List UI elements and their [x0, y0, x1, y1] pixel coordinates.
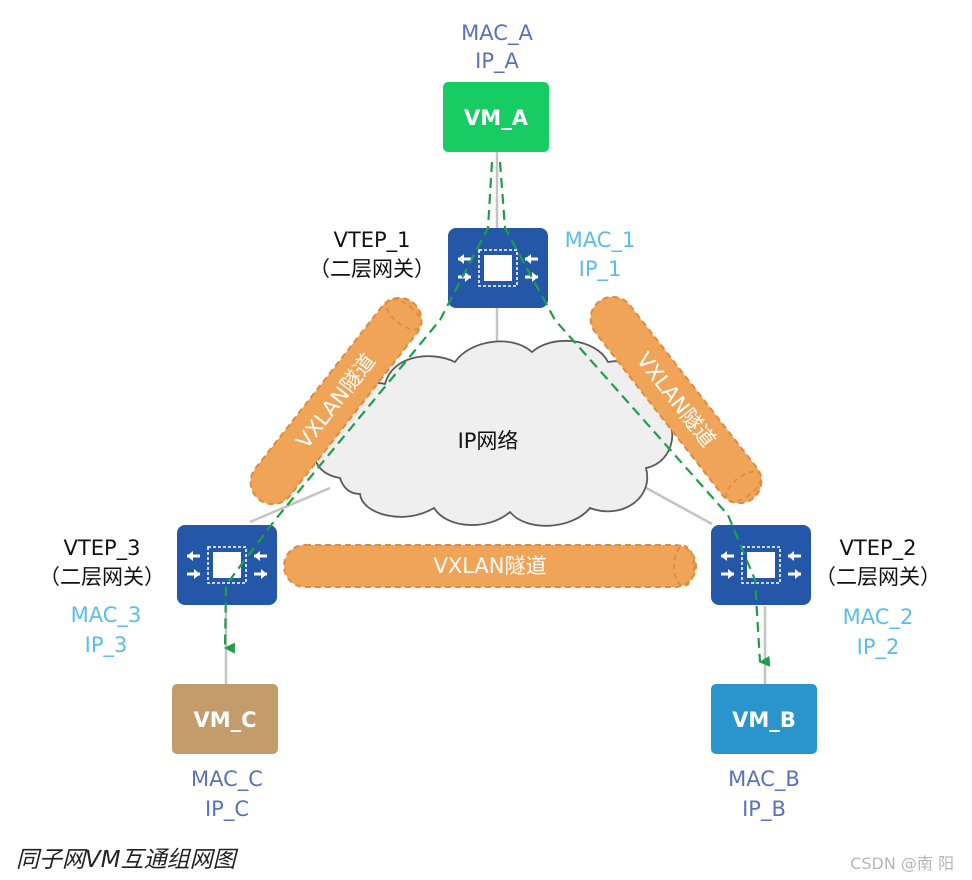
vtep-2-switch-icon: [709, 523, 813, 607]
vm-a-name: VM_A: [464, 106, 529, 130]
vtep-1-switch-icon: [446, 226, 550, 310]
tunnel-bottom-label: VXLAN隧道: [433, 554, 546, 578]
vtep-1-role: （二层网关）: [309, 257, 435, 281]
vm-c-name: VM_C: [193, 708, 256, 732]
vtep-3-ip: IP_3: [85, 633, 128, 658]
flow-paths: [223, 161, 771, 667]
vm-a-ip: IP_A: [475, 49, 519, 74]
vm-b-ip: IP_B: [742, 797, 786, 822]
vtep-2-ip: IP_2: [857, 635, 900, 660]
vm-b-name: VM_B: [732, 708, 796, 732]
vm-c-mac: MAC_C: [191, 767, 263, 792]
vtep-2-name: VTEP_2: [840, 536, 917, 561]
vtep-3-mac: MAC_3: [71, 603, 142, 628]
vtep-3-role: （二层网关）: [39, 565, 165, 589]
vm-a-mac: MAC_A: [461, 21, 533, 46]
vtep-1-name: VTEP_1: [334, 228, 411, 253]
cloud-label: IP网络: [458, 429, 519, 453]
vm-c-ip: IP_C: [205, 797, 249, 822]
figure-caption: 同子网VM互通组网图: [16, 847, 236, 873]
vm-a: VM_A: [443, 82, 549, 152]
vtep-3-name: VTEP_3: [64, 536, 141, 561]
vtep-1-mac: MAC_1: [565, 228, 636, 253]
watermark: CSDN @南 阳: [850, 854, 954, 873]
vm-b-mac: MAC_B: [728, 767, 800, 792]
vtep-2-mac: MAC_2: [843, 605, 914, 630]
link-vtep3-cloud: [249, 486, 331, 524]
flow-path-vma-vmb: [498, 161, 771, 667]
flow-path-vma-vmc: [223, 161, 494, 654]
vm-c: VM_C: [172, 684, 278, 754]
tunnel-bottom: VXLAN隧道: [283, 544, 697, 588]
vtep-2-role: （二层网关）: [815, 565, 941, 589]
vm-b: VM_B: [711, 684, 817, 754]
vtep-1-ip: IP_1: [579, 257, 622, 282]
ip-network-cloud: IP网络: [313, 339, 674, 527]
